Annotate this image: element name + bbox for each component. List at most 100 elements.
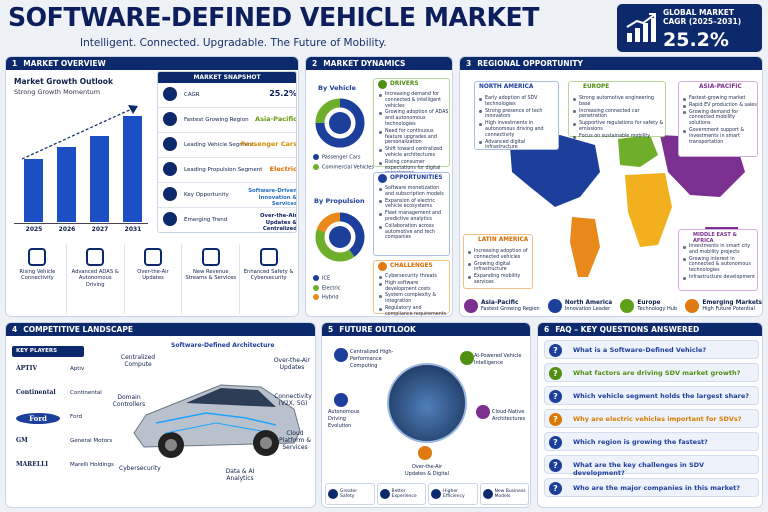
region-legend-sub: Innovation Leader: [564, 306, 611, 312]
snapshot-value: Asia-Pacific: [255, 115, 297, 123]
feature-icon: [28, 248, 47, 266]
cagr-label-2: CAGR (2025–2031): [663, 17, 742, 26]
cagr-value: 25.2%: [663, 29, 729, 51]
propulsion-center-icon: [329, 226, 351, 248]
faq-item[interactable]: ?Who are the major companies in this mar…: [544, 478, 759, 497]
list-item: Government support & investments in smar…: [683, 128, 757, 145]
page-subtitle: Intelligent. Connected. Upgradable. The …: [80, 37, 387, 49]
player-name: Continental: [70, 390, 102, 396]
feature-label: Enhanced Safety & Cybersecurity: [243, 269, 294, 282]
region-legend-sub: Fastest Growing Region: [481, 306, 540, 312]
growth-bar: [24, 158, 43, 222]
bar-label: 2031: [124, 226, 142, 233]
player-logo: MARELLI: [16, 461, 49, 468]
future-computing: Centralized High-Performance Computing: [350, 349, 394, 369]
faq-item[interactable]: ?What is a Software-Defined Vehicle?: [544, 340, 759, 359]
list-item: Strong presence of tech innovators: [479, 109, 557, 121]
page-title: SOFTWARE-DEFINED VEHICLE MARKET: [8, 3, 539, 33]
list-item: Increasing demand for connected & intell…: [379, 92, 449, 109]
list-item: Growing digital infrastructure: [468, 262, 532, 274]
future-benefit: Higher Efficiency: [428, 483, 478, 505]
ai-icon: [460, 351, 474, 365]
list-item: Expansion of electric vehicle ecosystems: [379, 199, 449, 211]
list-item: Infrastructure development: [683, 275, 757, 281]
snapshot-title: MARKET SNAPSHOT: [158, 72, 296, 83]
question-icon: ?: [549, 390, 562, 403]
north-america-box: NORTH AMERICA Early adoption of SDV tech…: [474, 81, 559, 150]
growth-bar-chart: [16, 107, 146, 222]
player-logo: Ford: [16, 413, 60, 424]
faq-item[interactable]: ?What factors are driving SDV market gro…: [544, 363, 759, 382]
faq-question: What is a Software-Defined Vehicle?: [573, 346, 707, 354]
region-legend-icon: [547, 299, 562, 313]
list-item: Fleet management and predictive analytic…: [379, 211, 449, 223]
snapshot-icon: [163, 212, 177, 226]
snapshot-icon: [163, 187, 177, 201]
callout-cloud-platform: Cloud Platform & Services: [279, 430, 311, 451]
benefit-icon: [431, 489, 441, 499]
feature-icon: [86, 248, 105, 266]
overview-feature: Advanced ADAS & Autonomous Driving: [67, 244, 125, 314]
faq-item[interactable]: ?Why are electric vehicles important for…: [544, 409, 759, 428]
benefit-label: Higher Efficiency: [443, 488, 465, 499]
future-autonomous: Autonomous Driving Evolution: [328, 409, 360, 429]
feature-label: Rising Vehicle Connectivity: [19, 269, 56, 282]
car-illustration: [133, 384, 301, 458]
question-icon: ?: [549, 413, 562, 426]
question-icon: ?: [549, 459, 562, 472]
question-icon: ?: [549, 482, 562, 495]
key-player-row: Ford Ford: [10, 409, 115, 429]
question-icon: ?: [549, 367, 562, 380]
faq-question: Which region is growing the fastest?: [573, 438, 708, 446]
snapshot-value: Software-Driven Innovation & Services: [248, 188, 297, 207]
by-vehicle-title: By Vehicle: [318, 84, 356, 92]
faq-item[interactable]: ?What are the key challenges in SDV deve…: [544, 455, 759, 477]
benefit-icon: [328, 489, 338, 499]
list-item: Focus on sustainable mobility: [573, 134, 665, 140]
list-item: Cybersecurity threats: [379, 274, 449, 280]
faq-item[interactable]: ?Which vehicle segment holds the largest…: [544, 386, 759, 405]
player-name: Ford: [70, 414, 82, 420]
list-item: Growing interest in connected & autonomo…: [683, 257, 757, 274]
growth-arrow: [21, 105, 138, 160]
callout-data-ai: Data & AI Analytics: [225, 468, 255, 482]
by-propulsion-title: By Propulsion: [314, 197, 365, 205]
snapshot-label: Emerging Trend: [184, 217, 228, 223]
feature-icon: [201, 248, 220, 266]
snapshot-label: Leading Propulsion Segment: [184, 167, 263, 173]
callout-cybersecurity: Cybersecurity: [119, 465, 161, 472]
faq-item[interactable]: ?Which region is growing the fastest?: [544, 432, 759, 451]
snapshot-label: Fastest Growing Region: [184, 117, 249, 123]
latin-america-box: LATIN AMERICA Increasing adoption of con…: [463, 234, 533, 289]
callout-ota-updates: Over-the-Air Updates: [273, 357, 311, 371]
opportunities-list: Software monetization and subscription m…: [379, 186, 449, 242]
growth-bar: [90, 135, 109, 222]
propulsion-slice: [315, 229, 355, 262]
region-legend-sub: High Future Potential: [702, 306, 755, 312]
player-logo: Continental: [16, 389, 56, 396]
snapshot-value: Electric: [269, 165, 297, 173]
feature-label: Over-the-Air Updates: [137, 269, 169, 282]
list-item: Advanced digital infrastructure: [479, 140, 557, 152]
feature-icon: [143, 248, 162, 266]
middle-east-africa-list: Investments in smart city and mobility p…: [683, 244, 757, 282]
